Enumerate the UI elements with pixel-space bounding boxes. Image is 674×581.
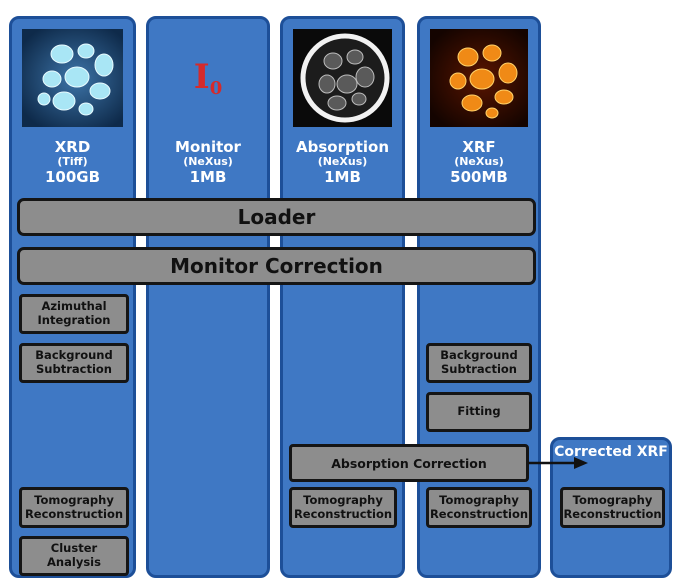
absorption-correction-step: Absorption Correction xyxy=(289,444,529,482)
absorption-size: 1MB xyxy=(324,167,361,186)
absorption-tomogram-image xyxy=(293,29,392,127)
monitor-column: I0 Monitor (NeXus) 1MB xyxy=(146,16,270,578)
xrd-name: XRD xyxy=(54,138,91,156)
xrf-column-header: XRF (NeXus) 500MB xyxy=(420,138,538,186)
xrd-tomography-reconstruction-step: Tomography Reconstruction xyxy=(19,487,129,528)
xrf-format: (NeXus) xyxy=(454,155,504,169)
xrd-format: (Tiff) xyxy=(57,155,88,169)
corrected-tomography-reconstruction-step: Tomography Reconstruction xyxy=(560,487,665,528)
absorption-tomography-reconstruction-step: Tomography Reconstruction xyxy=(289,487,397,528)
xrf-size: 500MB xyxy=(450,167,508,186)
xrf-name: XRF xyxy=(462,138,496,156)
correction-arrow xyxy=(528,457,588,469)
corrected-xrf-title: Corrected XRF xyxy=(554,444,668,460)
xrd-column-header: XRD (Tiff) 100GB xyxy=(12,138,133,186)
loader-bar: Loader xyxy=(17,198,536,236)
cluster-analysis-step: Cluster Analysis xyxy=(19,536,129,576)
monitor-name: Monitor xyxy=(175,138,241,156)
absorption-column: Absorption (NeXus) 1MB xyxy=(280,16,405,578)
absorption-column-header: Absorption (NeXus) 1MB xyxy=(283,138,402,186)
xrf-map-image xyxy=(430,29,528,127)
fitting-step: Fitting xyxy=(426,392,532,432)
monitor-format: (NeXus) xyxy=(183,155,233,169)
azimuthal-integration-step: Azimuthal Integration xyxy=(19,294,129,334)
xrd-size: 100GB xyxy=(44,167,101,186)
monitor-intensity-symbol: I0 xyxy=(193,57,223,99)
xrf-column: XRF (NeXus) 500MB xyxy=(417,16,541,578)
xrf-tomography-reconstruction-step: Tomography Reconstruction xyxy=(426,487,532,528)
xrf-background-subtraction-step: Background Subtraction xyxy=(426,343,532,383)
monitor-size: 1MB xyxy=(189,167,227,186)
absorption-name: Absorption xyxy=(295,138,389,156)
absorption-format: (NeXus) xyxy=(317,155,368,169)
monitor-column-header: Monitor (NeXus) 1MB xyxy=(149,138,267,186)
xrd-diffraction-image xyxy=(22,29,123,127)
monitor-correction-bar: Monitor Correction xyxy=(17,247,536,285)
xrd-background-subtraction-step: Background Subtraction xyxy=(19,343,129,383)
